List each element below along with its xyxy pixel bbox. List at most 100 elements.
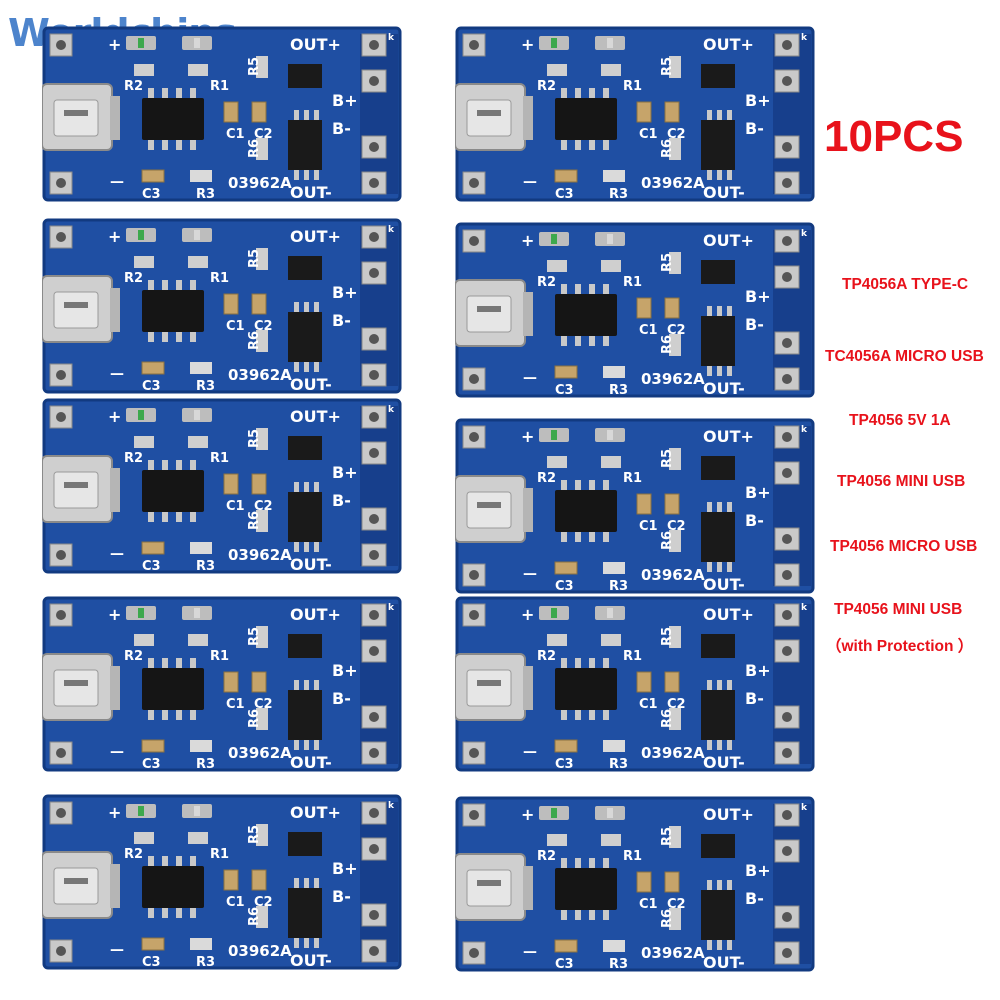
silk-part-code: 03962A bbox=[641, 944, 705, 962]
silk-corner: k bbox=[801, 603, 808, 613]
silk-b-minus: B- bbox=[745, 689, 764, 708]
silk-corner: k bbox=[388, 801, 395, 811]
silk-c2: C2 bbox=[667, 897, 686, 912]
silk-minus: — bbox=[110, 942, 124, 958]
tp4056-board: + — R2 R1 C3 R3 C1 C2 R5 R6 03962A OUT+ … bbox=[455, 796, 817, 974]
silk-part-code: 03962A bbox=[641, 370, 705, 388]
silk-r1: R1 bbox=[623, 79, 642, 94]
silk-c3: C3 bbox=[142, 559, 161, 574]
silk-c1: C1 bbox=[639, 897, 658, 912]
silk-c1: C1 bbox=[226, 127, 245, 142]
pcb-svg: + — R2 R1 C3 R3 C1 C2 R5 R6 03962A OUT+ … bbox=[42, 218, 402, 394]
silk-b-plus: B+ bbox=[332, 859, 358, 878]
silk-c3: C3 bbox=[142, 955, 161, 970]
silk-r5: R5 bbox=[247, 57, 262, 76]
variant-item: TP4056 MINI USB bbox=[834, 601, 963, 618]
silk-r2: R2 bbox=[124, 271, 143, 286]
silk-r2: R2 bbox=[124, 79, 143, 94]
silk-minus: — bbox=[110, 744, 124, 760]
silk-c1: C1 bbox=[639, 519, 658, 534]
silk-b-minus: B- bbox=[745, 889, 764, 908]
silk-b-plus: B+ bbox=[745, 91, 771, 110]
silk-r6: R6 bbox=[247, 709, 262, 728]
pcb-svg: + — R2 R1 C3 R3 C1 C2 R5 R6 03962A OUT+ … bbox=[455, 596, 815, 772]
silk-c3: C3 bbox=[142, 187, 161, 202]
pcb-svg: + — R2 R1 C3 R3 C1 C2 R5 R6 03962A OUT+ … bbox=[455, 796, 815, 972]
silk-c1: C1 bbox=[226, 697, 245, 712]
silk-r3: R3 bbox=[609, 187, 628, 202]
silk-r1: R1 bbox=[623, 471, 642, 486]
silk-r6: R6 bbox=[660, 531, 675, 550]
silk-c3: C3 bbox=[555, 579, 574, 594]
silk-b-minus: B- bbox=[332, 491, 351, 510]
silk-r6: R6 bbox=[247, 139, 262, 158]
silk-r3: R3 bbox=[609, 383, 628, 398]
variant-item: （with Protection ） bbox=[826, 638, 974, 655]
silk-out-minus: OUT- bbox=[703, 183, 745, 202]
silk-r3: R3 bbox=[196, 379, 215, 394]
silk-r2: R2 bbox=[537, 849, 556, 864]
pcb-svg: + — R2 R1 C3 R3 C1 C2 R5 R6 03962A OUT+ … bbox=[42, 398, 402, 574]
silk-r5: R5 bbox=[247, 627, 262, 646]
silk-r6: R6 bbox=[660, 139, 675, 158]
silk-c2: C2 bbox=[667, 323, 686, 338]
tp4056-board: + — R2 R1 C3 R3 C1 C2 R5 R6 03962A OUT+ … bbox=[42, 596, 404, 774]
silk-r1: R1 bbox=[210, 271, 229, 286]
silk-r2: R2 bbox=[537, 649, 556, 664]
silk-minus: — bbox=[523, 370, 537, 386]
silk-b-plus: B+ bbox=[332, 283, 358, 302]
silk-r1: R1 bbox=[210, 451, 229, 466]
silk-c2: C2 bbox=[667, 127, 686, 142]
silk-corner: k bbox=[388, 603, 395, 613]
silk-b-plus: B+ bbox=[745, 661, 771, 680]
quantity-label: 10PCS bbox=[824, 112, 964, 161]
silk-r3: R3 bbox=[609, 957, 628, 972]
silk-corner: k bbox=[801, 229, 808, 239]
silk-out-plus: OUT+ bbox=[703, 231, 754, 250]
silk-c2: C2 bbox=[667, 519, 686, 534]
silk-b-minus: B- bbox=[745, 511, 764, 530]
variant-item: TP4056 5V 1A bbox=[849, 412, 951, 429]
variant-item: TP4056 MICRO USB bbox=[830, 538, 978, 555]
silk-plus: + bbox=[521, 805, 534, 824]
silk-r5: R5 bbox=[660, 449, 675, 468]
silk-c2: C2 bbox=[254, 499, 273, 514]
silk-r3: R3 bbox=[196, 757, 215, 772]
silk-r5: R5 bbox=[660, 57, 675, 76]
silk-out-plus: OUT+ bbox=[703, 427, 754, 446]
silk-out-plus: OUT+ bbox=[703, 805, 754, 824]
silk-plus: + bbox=[521, 231, 534, 250]
pcb-svg: + — R2 R1 C3 R3 C1 C2 R5 R6 03962A OUT+ … bbox=[42, 26, 402, 202]
silk-c3: C3 bbox=[142, 757, 161, 772]
pcb-svg: + — R2 R1 C3 R3 C1 C2 R5 R6 03962A OUT+ … bbox=[455, 26, 815, 202]
silk-plus: + bbox=[108, 605, 121, 624]
silk-r1: R1 bbox=[210, 847, 229, 862]
silk-corner: k bbox=[801, 33, 808, 43]
silk-c3: C3 bbox=[555, 383, 574, 398]
silk-part-code: 03962A bbox=[641, 566, 705, 584]
silk-r2: R2 bbox=[124, 451, 143, 466]
tp4056-board: + — R2 R1 C3 R3 C1 C2 R5 R6 03962A OUT+ … bbox=[455, 596, 817, 774]
silk-plus: + bbox=[108, 35, 121, 54]
silk-c2: C2 bbox=[667, 697, 686, 712]
silk-c1: C1 bbox=[639, 323, 658, 338]
silk-minus: — bbox=[523, 566, 537, 582]
silk-b-minus: B- bbox=[332, 311, 351, 330]
silk-plus: + bbox=[521, 605, 534, 624]
silk-c1: C1 bbox=[639, 127, 658, 142]
silk-out-minus: OUT- bbox=[703, 753, 745, 772]
silk-part-code: 03962A bbox=[228, 546, 292, 564]
silk-c3: C3 bbox=[555, 187, 574, 202]
silk-c1: C1 bbox=[226, 499, 245, 514]
silk-c1: C1 bbox=[639, 697, 658, 712]
silk-out-minus: OUT- bbox=[703, 953, 745, 972]
silk-c1: C1 bbox=[226, 895, 245, 910]
silk-b-plus: B+ bbox=[745, 483, 771, 502]
silk-minus: — bbox=[110, 174, 124, 190]
pcb-svg: + — R2 R1 C3 R3 C1 C2 R5 R6 03962A OUT+ … bbox=[42, 794, 402, 970]
silk-out-minus: OUT- bbox=[703, 575, 745, 594]
silk-b-minus: B- bbox=[332, 119, 351, 138]
silk-r5: R5 bbox=[247, 429, 262, 448]
silk-r5: R5 bbox=[247, 249, 262, 268]
silk-part-code: 03962A bbox=[228, 942, 292, 960]
